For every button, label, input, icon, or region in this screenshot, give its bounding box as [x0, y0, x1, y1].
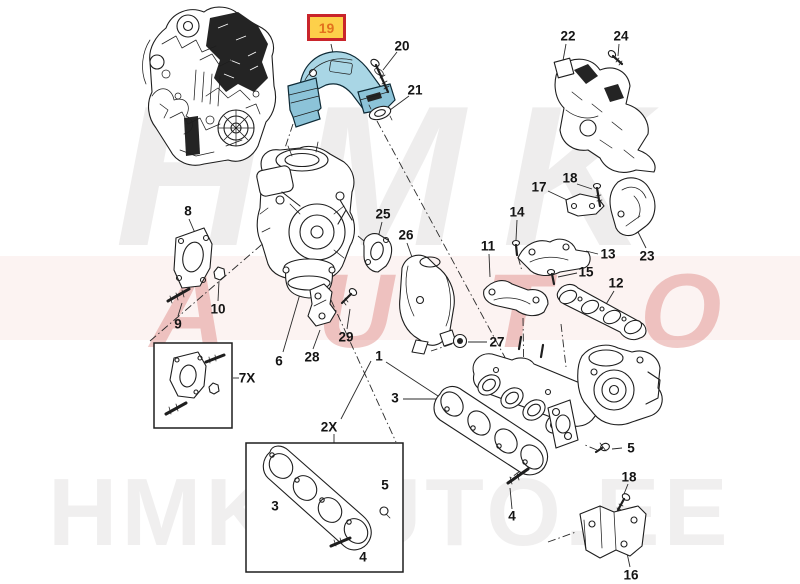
part-label-4-main: 4 — [508, 508, 516, 524]
part-label-22: 22 — [560, 28, 576, 44]
bolt-20 — [370, 58, 390, 94]
bolt-14 — [511, 239, 521, 257]
part-label-16: 16 — [623, 567, 639, 583]
part-label-13: 13 — [600, 246, 616, 262]
quantity-label-7x: 7X — [238, 370, 256, 386]
part-label-17: 17 — [531, 179, 547, 195]
part-label-25: 25 — [375, 206, 391, 222]
stud-4-main — [506, 467, 530, 485]
part-label-20: 20 — [394, 38, 410, 54]
quantity-label-2x: 2X — [320, 419, 338, 435]
part-label-11: 11 — [480, 238, 496, 254]
part-label-27: 27 — [489, 334, 505, 350]
bolt-18-bottom — [616, 493, 631, 512]
leader-lines — [177, 43, 647, 568]
part-label-4-kit: 4 — [359, 549, 367, 565]
part-label-18-bottom: 18 — [621, 469, 637, 485]
bolt-18-top — [592, 182, 603, 208]
kit-box-2x — [245, 442, 404, 573]
bolt-24 — [607, 50, 624, 66]
part-label-12: 12 — [608, 275, 624, 291]
part-label-9: 9 — [174, 316, 182, 332]
part-label-21: 21 — [407, 82, 423, 98]
part-label-26: 26 — [398, 227, 414, 243]
part-label-5-main: 5 — [627, 440, 635, 456]
part-label-28: 28 — [304, 349, 320, 365]
part-label-14: 14 — [509, 204, 525, 220]
stud-9 — [166, 287, 191, 304]
part-label-3-kit: 3 — [271, 498, 279, 514]
bracket-16 — [579, 505, 647, 559]
part-label-8: 8 — [184, 203, 192, 219]
turbocharger — [256, 141, 356, 299]
bolt-5-main — [594, 442, 610, 454]
highlighted-part-label-19: 19 — [307, 14, 346, 41]
part-label-10: 10 — [210, 301, 226, 317]
part-label-3-main: 3 — [391, 390, 399, 406]
gasket-8 — [173, 227, 213, 289]
heat-shield-13 — [517, 238, 591, 277]
nut-10 — [213, 266, 226, 281]
gasket-25 — [363, 233, 393, 273]
part-19-charge-pipe — [287, 51, 396, 128]
heat-shield-26 — [399, 254, 457, 355]
engine-illustration — [142, 6, 277, 166]
part-label-18-top: 18 — [562, 170, 578, 186]
bolt-15 — [546, 268, 556, 286]
bolt-29 — [340, 288, 358, 306]
bracket-17 — [565, 193, 605, 217]
heat-shield-23 — [609, 177, 656, 237]
gasket-3-main — [433, 385, 549, 476]
bracket-28 — [307, 283, 337, 327]
seal-21 — [368, 104, 393, 121]
part-label-1: 1 — [375, 348, 383, 364]
part-label-5-kit: 5 — [381, 477, 389, 493]
gasket-12 — [556, 283, 647, 341]
manifold-turbo-assembly-1 — [472, 335, 663, 449]
part-label-23: 23 — [639, 248, 655, 264]
heat-shield-22 — [553, 57, 656, 173]
part-label-15: 15 — [578, 264, 594, 280]
part-label-29: 29 — [338, 329, 354, 345]
kit-box-7x — [153, 342, 233, 429]
part-label-24: 24 — [613, 28, 629, 44]
heat-shield-11 — [483, 280, 549, 317]
part-label-6: 6 — [275, 353, 283, 369]
grommet-27 — [452, 333, 468, 349]
